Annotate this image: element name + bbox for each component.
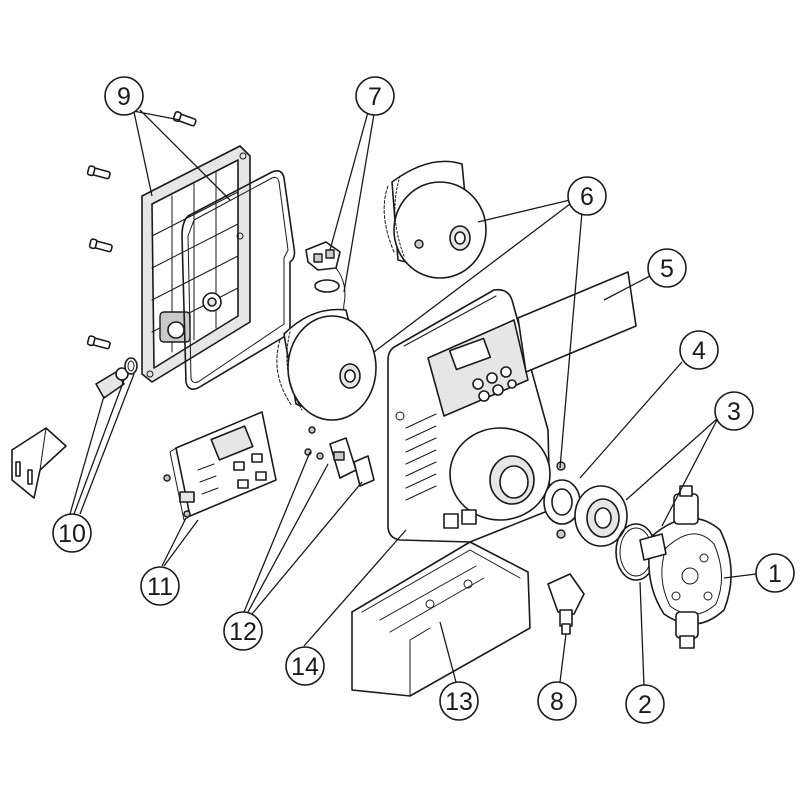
svg-text:6: 6 [580,183,594,211]
svg-text:3: 3 [727,398,741,426]
sensor-plug [547,573,585,635]
callout-3: 3 [714,391,754,431]
svg-text:4: 4 [692,337,706,365]
front-label [517,271,637,373]
power-cable-assembly [11,357,138,499]
wall-bracket [351,541,531,697]
svg-text:5: 5 [660,255,674,283]
svg-text:11: 11 [147,573,173,601]
callout-7: 7 [355,76,395,116]
pump-housing [387,288,551,543]
svg-text:8: 8 [550,688,564,716]
callout-8: 8 [537,681,577,721]
callout-4: 4 [679,330,719,370]
callout-11: 11 [140,566,180,606]
callout-9: 9 [104,76,144,116]
diaphragm [574,485,628,547]
callout-13: 13 [439,681,479,721]
motor-connector [305,241,353,329]
callout-10: 10 [52,513,92,553]
svg-text:2: 2 [638,691,652,719]
callout-14: 14 [285,646,325,686]
callout-6: 6 [567,176,607,216]
power-switch [304,426,375,487]
solenoid-upper [383,160,487,279]
pump-head [639,485,732,649]
svg-text:9: 9 [117,83,131,111]
control-board [163,411,277,521]
svg-text:13: 13 [445,688,473,716]
svg-text:1: 1 [768,560,782,588]
leader-lines [69,109,757,687]
cover-screws [86,111,197,350]
callout-2: 2 [625,684,665,724]
callout-5: 5 [647,248,687,288]
svg-text:7: 7 [368,83,382,111]
svg-text:10: 10 [58,520,86,548]
solenoid-lower [276,308,377,421]
callout-12: 12 [223,611,263,651]
svg-text:14: 14 [291,653,319,681]
svg-text:12: 12 [229,618,257,646]
rear-cover-plate [141,145,251,383]
callout-1: 1 [755,553,795,593]
